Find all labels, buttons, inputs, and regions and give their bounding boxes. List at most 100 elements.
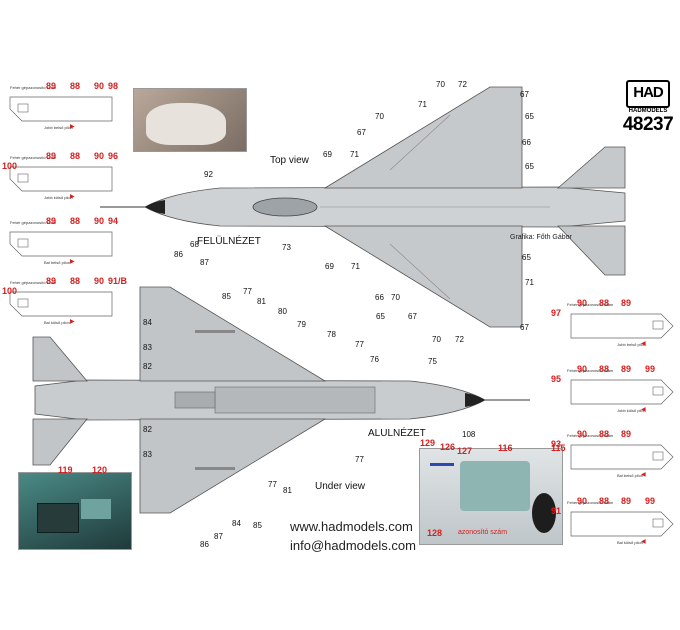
left-panel-1-side-callout: 100 <box>2 161 18 171</box>
right-panel-2-callout-0: 90 <box>577 429 588 439</box>
under-view-callout: 82 <box>143 362 152 371</box>
right-panel-caption-2: Bal belső pilon <box>617 473 644 478</box>
had-logo: HAD <box>626 80 670 108</box>
right-panel-arrow-icon-2: ◀ <box>641 472 646 478</box>
under-view-callout: 77 <box>243 287 252 296</box>
top-view-callout: 65 <box>522 253 531 262</box>
under-view-callout: 87 <box>214 532 223 541</box>
right-panel-0-callout-0: 90 <box>577 298 588 308</box>
top-view-callout: 66 <box>522 138 531 147</box>
top-view-label-hu: FELÜLNÉZET <box>197 236 261 247</box>
under-view-callout: 76 <box>370 355 379 364</box>
left-panel-0-callout-3: 98 <box>108 81 119 91</box>
photo-cockpit <box>18 472 132 550</box>
left-panel-title-2: Fehér gépazonosító szám <box>10 220 57 225</box>
right-panel-title-1: Fehér gépazonosító szám <box>567 368 614 373</box>
right-panel-0-callout-1: 88 <box>599 298 610 308</box>
under-view-callout: 80 <box>278 307 287 316</box>
photo-gear-callout-116: 116 <box>498 443 513 453</box>
top-view-callout: 67 <box>357 128 366 137</box>
under-view-callout: 84 <box>143 318 152 327</box>
top-view-callout: 67 <box>520 90 529 99</box>
under-view-label: Under view <box>315 481 366 492</box>
left-panel-1-callout-0: 89 <box>46 151 57 161</box>
photo-gear-callout-127: 127 <box>457 446 473 456</box>
right-panel-3-callout-0: 90 <box>577 496 588 506</box>
email-address: info@hadmodels.com <box>290 538 416 553</box>
top-view-callout: 68 <box>190 240 199 249</box>
left-panel-arrow-icon-1: ▶ <box>70 194 75 200</box>
left-panel-2-callout-3: 94 <box>108 216 119 226</box>
right-panel-3-callout-3: 99 <box>645 496 656 506</box>
left-panel-arrow-icon-2: ▶ <box>70 259 75 265</box>
website-url: www.hadmodels.com <box>290 519 413 534</box>
top-view-callout: 67 <box>408 312 417 321</box>
under-view-callout: 85 <box>222 292 231 301</box>
left-panel-title-3: Fehér gépazonosító szám <box>10 280 57 285</box>
top-view-callout: 70 <box>375 112 384 121</box>
top-view-callout: 70 <box>436 80 445 89</box>
top-view-callout: 69 <box>325 262 334 271</box>
left-panel-caption-3: Bal külső pilon <box>44 320 70 325</box>
top-view-label: Top view <box>270 155 309 166</box>
top-view-callout: 65 <box>525 112 534 121</box>
top-view-callout: 70 <box>391 293 400 302</box>
left-panel-2-callout-1: 88 <box>70 216 81 226</box>
left-panel-3-side-callout: 100 <box>2 286 18 296</box>
left-panel-caption-0: Jobb belső pilon <box>44 125 73 130</box>
right-panel-3-callout-1: 88 <box>599 496 610 506</box>
right-panel-caption-0: Jobb belső pilon <box>617 342 646 347</box>
under-view-callout: 81 <box>283 486 292 495</box>
right-panel-title-3: Fehér gépazonosító szám <box>567 500 614 505</box>
left-panel-arrow-icon-0: ▶ <box>70 124 75 130</box>
left-panel-2-callout-0: 89 <box>46 216 57 226</box>
photo-gear-callout-128: 128 <box>427 528 443 538</box>
right-panel-0-side-callout: 97 <box>551 308 562 318</box>
left-panel-3-callout-2: 90 <box>94 276 105 286</box>
left-panel-2-callout-2: 90 <box>94 216 105 226</box>
under-view-callout: 84 <box>232 519 241 528</box>
right-panel-title-0: Fehér gépazonosító szám <box>567 302 614 307</box>
right-panel-3-callout-2: 89 <box>621 496 632 506</box>
under-view-callout: 77 <box>355 340 364 349</box>
photo-gear-caption: azonosító szám <box>458 529 508 536</box>
left-panel-1-callout-3: 96 <box>108 151 119 161</box>
under-view-callout: 83 <box>143 343 152 352</box>
left-panel-arrow-icon-3: ▶ <box>70 319 75 325</box>
top-view-callout: 72 <box>455 335 464 344</box>
top-view-callout: 71 <box>351 262 360 271</box>
right-panel-caption-3: Bal külső pilon <box>617 540 643 545</box>
left-panel-title-1: Fehér gépazonosító szám <box>10 155 57 160</box>
left-panel-caption-2: Bal belső pilon <box>44 260 71 265</box>
top-view-callout: 69 <box>323 150 332 159</box>
under-view-callout: 86 <box>174 250 183 259</box>
photo-landing-gear: azonosító szám <box>419 448 563 545</box>
right-panel-caption-1: Jobb külső pilon <box>617 408 646 413</box>
left-panel-1-callout-1: 88 <box>70 151 81 161</box>
right-panel-arrow-icon-1: ◀ <box>641 407 646 413</box>
top-view-callout: 66 <box>375 293 384 302</box>
top-view-callout: 72 <box>458 80 467 89</box>
under-view-callout: 79 <box>297 320 306 329</box>
right-panel-0-callout-2: 89 <box>621 298 632 308</box>
left-panel-0-callout-1: 88 <box>70 81 81 91</box>
graphics-credit: Grafika: Főth Gábor <box>510 234 572 241</box>
top-view-aircraft <box>100 86 626 328</box>
photo-gear-callout-129: 129 <box>420 438 436 448</box>
top-view-callout: 92 <box>204 170 213 179</box>
under-view-label-hu: ALULNÉZET <box>368 428 426 439</box>
right-panel-1-callout-1: 88 <box>599 364 610 374</box>
left-panel-3-callout-0: 89 <box>46 276 57 286</box>
left-panel-3-callout-3: 91/B <box>108 276 128 286</box>
top-view-callout: 65 <box>376 312 385 321</box>
left-panel-title-0: Fehér gépazonosító szám <box>10 85 57 90</box>
right-panel-1-callout-3: 99 <box>645 364 656 374</box>
right-panel-2-callout-2: 89 <box>621 429 632 439</box>
under-view-callout: 81 <box>257 297 266 306</box>
logo-brand: HADMODELS <box>628 108 668 114</box>
under-view-callout: 77 <box>355 455 364 464</box>
